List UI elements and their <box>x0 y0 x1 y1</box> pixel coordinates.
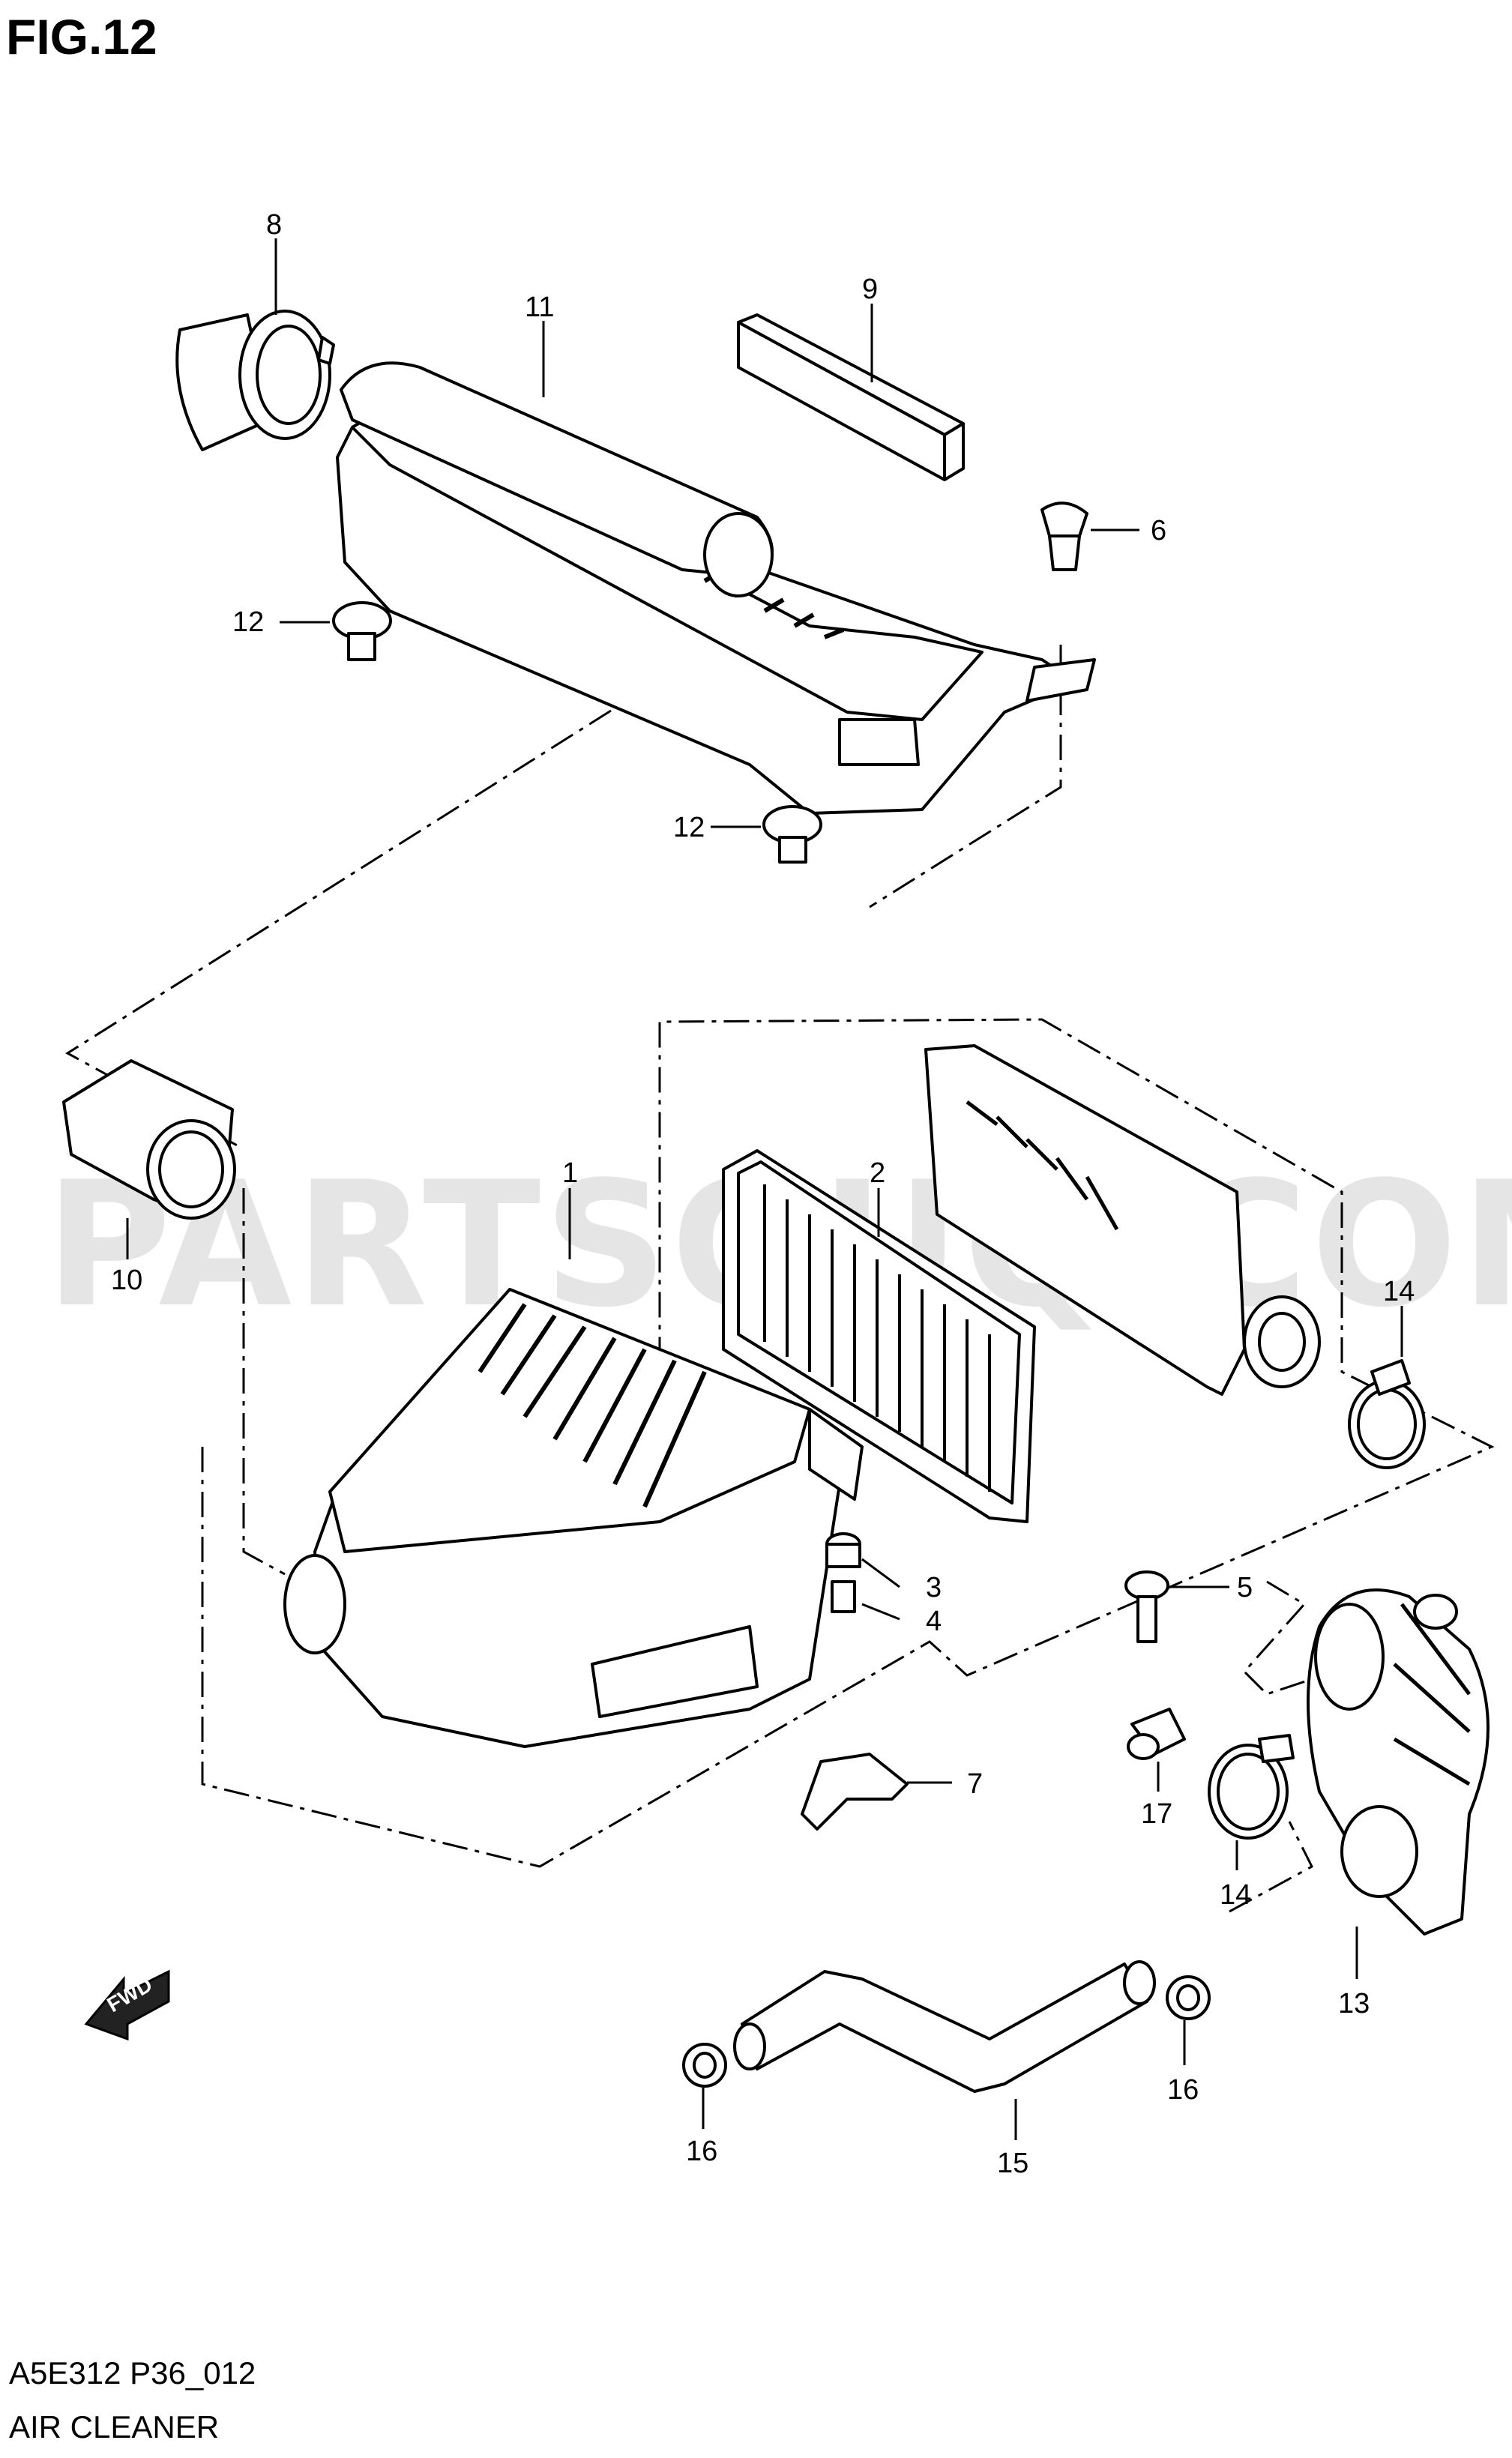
part-15-breather-hose[interactable] <box>733 1960 1156 2093</box>
part-9-foam-pad[interactable] <box>737 313 965 481</box>
callout-12-lower: 12 <box>673 812 705 843</box>
part-14-clamp-lower[interactable] <box>1208 1734 1295 1840</box>
part-5-bolt[interactable] <box>1124 1570 1169 1643</box>
callout-12-upper: 12 <box>232 606 264 638</box>
callout-16-right: 16 <box>1167 2074 1199 2106</box>
callout-15: 15 <box>997 2148 1028 2179</box>
callout-5: 5 <box>1237 1572 1253 1603</box>
leader-lines <box>126 238 1403 2140</box>
part-10-inlet-sleeve[interactable] <box>62 1059 236 1220</box>
callout-17: 17 <box>1141 1798 1172 1830</box>
breather-guide-line <box>1229 1821 1313 1913</box>
part-14-clamp-upper[interactable] <box>1348 1359 1426 1469</box>
part-12-screw-lower[interactable] <box>762 805 822 864</box>
part-3-grommet[interactable] <box>825 1532 861 1568</box>
callout-14-lower: 14 <box>1220 1879 1251 1911</box>
hose-guide-line <box>1242 1580 1335 1696</box>
part-6-push-clip[interactable] <box>1040 501 1088 571</box>
callout-1: 1 <box>562 1157 578 1189</box>
lower-group-outline <box>201 1018 1495 1868</box>
callout-7: 7 <box>967 1768 983 1800</box>
figure-title: FIG.12 <box>6 9 157 64</box>
callout-9: 9 <box>862 274 878 305</box>
part-4-collar[interactable] <box>831 1580 856 1613</box>
part-2-filter-element[interactable] <box>722 1149 1036 1523</box>
part-16-clip-right[interactable] <box>1166 1975 1211 2020</box>
part-12-screw-upper[interactable] <box>332 601 392 661</box>
callout-16-left: 16 <box>686 2136 717 2167</box>
inlet-guide-line <box>242 1188 286 1576</box>
part-8-inlet-duct[interactable] <box>175 310 335 451</box>
callouts: 8 11 9 6 12 12 1 2 10 14 3 4 5 7 17 14 1… <box>111 209 1415 2179</box>
callout-2: 2 <box>870 1157 885 1189</box>
duct-outlet <box>703 512 774 597</box>
part-1-cleaner-housing[interactable] <box>283 1044 1321 1748</box>
diagram-code: A5E312 P36_012 <box>9 2355 256 2391</box>
callout-14-upper: 14 <box>1383 1276 1415 1307</box>
diagram-caption: AIR CLEANER <box>9 2409 219 2445</box>
part-17-valve[interactable] <box>1127 1708 1186 1760</box>
callout-3: 3 <box>926 1572 942 1603</box>
callout-4: 4 <box>926 1606 942 1637</box>
housing-ribs <box>478 1303 707 1508</box>
fwd-arrow-icon: FWD <box>84 1969 170 2041</box>
callout-8: 8 <box>266 209 282 241</box>
callout-11: 11 <box>525 292 554 323</box>
callout-6: 6 <box>1151 515 1166 546</box>
part-7-bracket[interactable] <box>801 1753 909 1831</box>
callout-10: 10 <box>111 1265 142 1296</box>
part-16-clip-left[interactable] <box>682 2043 727 2088</box>
callout-13: 13 <box>1338 1988 1370 2019</box>
part-13-elbow-hose[interactable] <box>1307 1588 1490 1936</box>
part-11-upper-case[interactable] <box>336 361 1096 815</box>
